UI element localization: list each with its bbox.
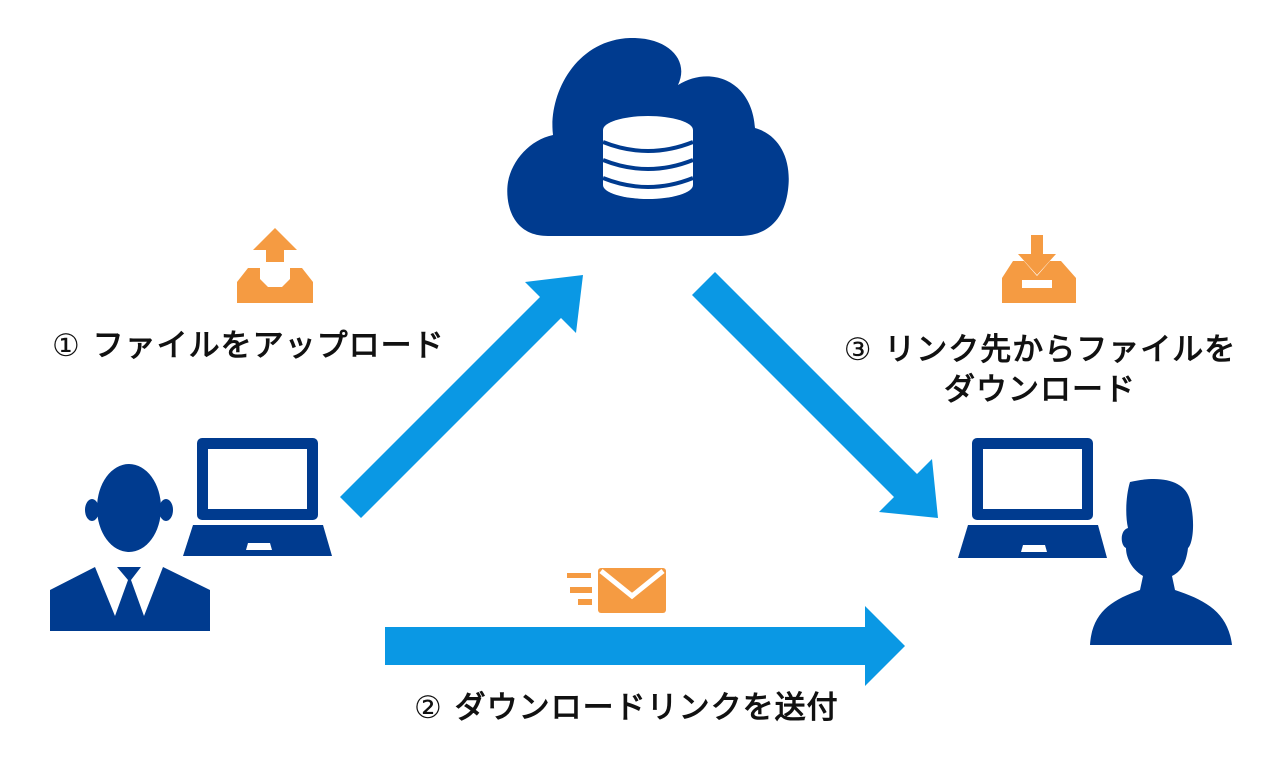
step-3-line-2: ダウンロード <box>944 372 1136 408</box>
download-tray-icon <box>1002 235 1076 303</box>
step-1-text: ファイルをアップロード <box>92 328 445 364</box>
upload-tray-icon <box>237 228 313 303</box>
send-link-arrow <box>385 606 905 686</box>
step-1-number: ① <box>52 328 81 364</box>
step-2-label: ② ダウンロードリンクを送付 <box>414 688 839 728</box>
step-3-number: ③ <box>843 332 873 368</box>
sender-laptop-icon <box>183 438 332 556</box>
businessman-icon <box>50 464 210 631</box>
step-2-text: ダウンロードリンクを送付 <box>454 690 839 726</box>
step-3-text-line-1: リンク先からファイルを <box>884 332 1237 368</box>
upload-arrow <box>340 275 583 518</box>
cloud-database-icon <box>507 37 789 236</box>
send-mail-icon <box>567 568 666 613</box>
step-3-line-1: ③ リンク先からファイルを <box>835 330 1245 370</box>
receiver-laptop-icon <box>958 438 1107 558</box>
step-2-number: ② <box>414 690 443 726</box>
download-arrow <box>692 272 938 518</box>
step-3-label: ③ リンク先からファイルを ダウンロード <box>835 330 1245 410</box>
person-icon <box>1090 479 1232 645</box>
step-1-label: ① ファイルをアップロード <box>52 326 445 366</box>
